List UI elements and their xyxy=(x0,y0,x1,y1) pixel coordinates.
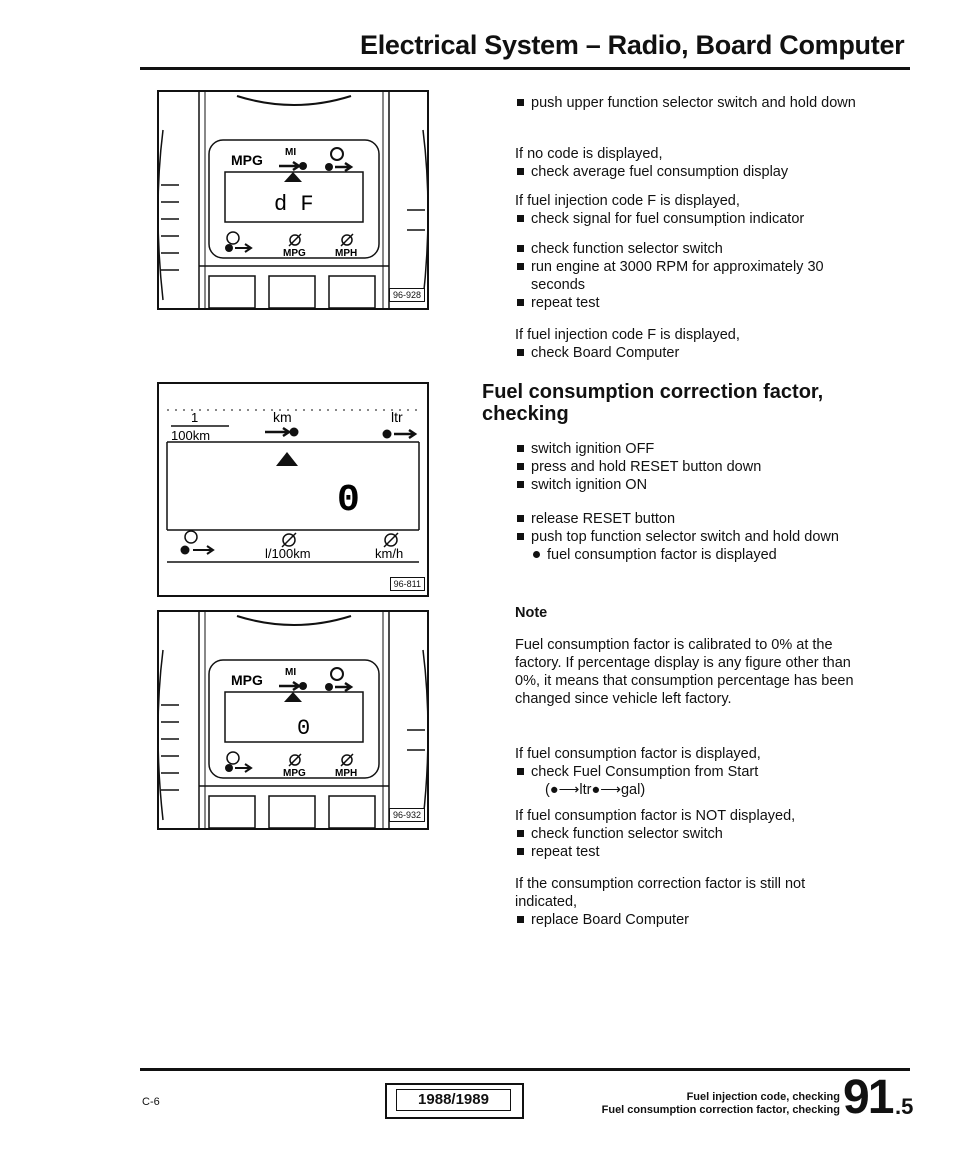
figure-instrument-cluster-1: MPG MI d F MPG MPH 96-928 xyxy=(157,90,429,310)
condition-text: If the consumption correction factor is … xyxy=(515,876,806,910)
condition-text: If fuel consumption factor is displayed, xyxy=(515,746,761,762)
svg-text:100km: 100km xyxy=(171,428,210,443)
instructions-block-2: If no code is displayed, check average f… xyxy=(515,145,865,181)
svg-text:MI: MI xyxy=(285,147,296,158)
instructions-block-6: If fuel consumption factor is displayed,… xyxy=(515,745,865,799)
fig1-mpg-label: MPG xyxy=(231,152,263,168)
note-text: Fuel consumption factor is calibrated to… xyxy=(515,637,854,707)
footer-topic-2: Fuel consumption correction factor, chec… xyxy=(601,1104,840,1116)
fig3-display: 0 xyxy=(297,716,310,741)
step-item: check Fuel Consumption from Start xyxy=(515,763,865,781)
header-rule xyxy=(140,67,910,70)
step-item: replace Board Computer xyxy=(515,911,865,929)
step-item: release RESET button xyxy=(515,510,865,528)
svg-text:km: km xyxy=(273,409,292,425)
step-item: check signal for fuel consumption indica… xyxy=(515,210,865,228)
section-heading: Fuel consumption correction factor, chec… xyxy=(482,381,824,425)
step-item: push top function selector switch and ho… xyxy=(515,528,865,546)
figure-instrument-cluster-2: MPG MI 0 MPG MPH 96-932 xyxy=(157,610,429,830)
step-item: switch ignition ON xyxy=(515,476,865,494)
step-item: switch ignition OFF xyxy=(515,440,865,458)
instructions-block-8: If the consumption correction factor is … xyxy=(515,875,865,929)
page-number: 91 xyxy=(843,1071,894,1124)
fig2-display: 0 xyxy=(337,479,360,522)
svg-text:MPH: MPH xyxy=(335,248,357,259)
svg-text:MPG: MPG xyxy=(231,672,263,688)
figure-tag: 96-932 xyxy=(388,808,425,822)
condition-text: If no code is displayed, xyxy=(515,146,663,162)
footer-topics: Fuel injection code, checking Fuel consu… xyxy=(602,1091,840,1117)
step-item: repeat test xyxy=(515,843,865,861)
step-item: check average fuel consumption display xyxy=(515,163,865,181)
step-item: check function selector switch xyxy=(515,825,865,843)
figure-display-closeup: 1 100km km ltr 0 l/100km km/h 96-811 xyxy=(157,382,429,597)
step-item-continuation: (●⟶ltr●⟶gal) xyxy=(545,782,646,798)
page-title: Electrical System – Radio, Board Compute… xyxy=(360,30,905,60)
note-title: Note xyxy=(515,605,548,621)
fig1-display: d F xyxy=(274,192,314,217)
procedure-block-2: release RESET button push top function s… xyxy=(515,510,865,564)
instructions-block-5: If fuel injection code F is displayed, c… xyxy=(515,326,865,362)
procedure-block-1: switch ignition OFF press and hold RESET… xyxy=(515,440,865,494)
step-item: repeat test xyxy=(515,294,865,312)
model-year: 1988/1989 xyxy=(396,1089,511,1111)
page-number-sub: .5 xyxy=(895,1094,914,1119)
svg-text:MPH: MPH xyxy=(335,768,357,779)
step-item: press and hold RESET button down xyxy=(515,458,865,476)
step-item: check function selector switch xyxy=(515,240,865,258)
instructions-block-7: If fuel consumption factor is NOT displa… xyxy=(515,807,865,861)
step-item: check Board Computer xyxy=(515,344,865,362)
step-item: run engine at 3000 RPM for approximately… xyxy=(515,258,865,294)
svg-text:MI: MI xyxy=(285,667,296,678)
svg-text:km/h: km/h xyxy=(375,546,403,561)
figure-tag: 96-811 xyxy=(389,577,425,591)
condition-text: If fuel injection code F is displayed, xyxy=(515,193,740,209)
footer-topic-1: Fuel injection code, checking xyxy=(686,1091,840,1103)
step-item: push upper function selector switch and … xyxy=(515,94,865,112)
footer-rule xyxy=(140,1068,910,1071)
instructions-block-4: check function selector switch run engin… xyxy=(515,240,865,312)
svg-text:l/100km: l/100km xyxy=(265,546,311,561)
year-box-outer xyxy=(385,1083,524,1119)
figure-tag: 96-928 xyxy=(388,288,425,302)
svg-text:MPG: MPG xyxy=(283,768,306,779)
condition-text: If fuel injection code F is displayed, xyxy=(515,327,740,343)
page-code: C-6 xyxy=(142,1096,160,1108)
condition-text: If fuel consumption factor is NOT displa… xyxy=(515,808,796,824)
svg-text:1: 1 xyxy=(191,410,198,425)
svg-text:ltr: ltr xyxy=(391,409,403,425)
instructions-block-1: push upper function selector switch and … xyxy=(515,94,865,112)
instructions-block-3: If fuel injection code F is displayed, c… xyxy=(515,192,865,228)
result-item: fuel consumption factor is displayed xyxy=(515,546,865,564)
svg-text:MPG: MPG xyxy=(283,248,306,259)
